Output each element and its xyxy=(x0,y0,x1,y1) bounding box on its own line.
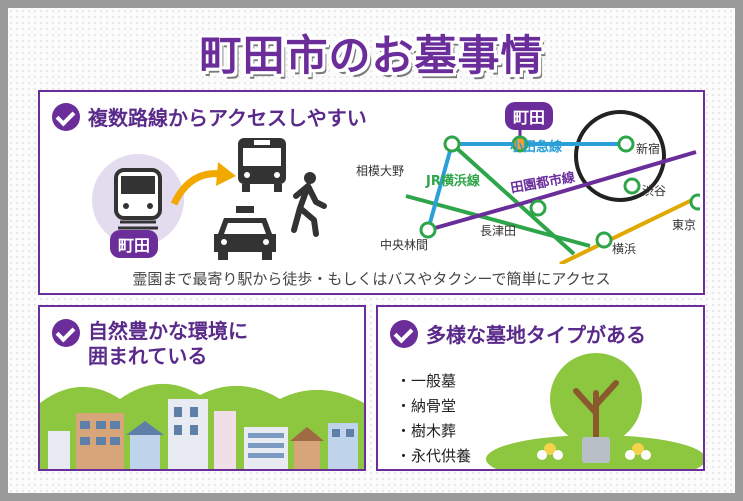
tree-burial-illustration xyxy=(486,353,703,469)
nature-panel: 自然豊かな環境に 囲まれている xyxy=(38,305,366,471)
station-sagamiono: 相模大野 xyxy=(356,164,405,178)
flower-icon xyxy=(537,443,651,460)
station-shinjuku: 新宿 xyxy=(636,142,661,156)
access-caption: 霊園まで最寄り駅から徒歩・もしくはバスやタクシーで簡単にアクセス xyxy=(132,270,611,288)
gravestone xyxy=(582,437,610,463)
nature-heading-line2: 囲まれている xyxy=(88,344,208,368)
grave-types-list: 一般墓 納骨堂 樹木葬 永代供養 xyxy=(396,369,471,469)
access-heading-text: 複数路線からアクセスしやすい xyxy=(88,106,367,130)
yokohama-line-label: JR横浜線 xyxy=(426,174,480,189)
grave-type-item: 一般墓 xyxy=(396,369,471,394)
nature-heading: 自然豊かな環境に 囲まれている xyxy=(52,319,248,369)
grave-types-heading-text: 多様な墓地タイプがある xyxy=(426,323,646,347)
page-title: 町田市のお墓事情 xyxy=(199,31,544,80)
station-chuorinkan: 中央林間 xyxy=(380,238,429,252)
check-icon xyxy=(52,319,80,347)
grave-types-panel: 多様な墓地タイプがある 一般墓 納骨堂 樹木葬 永代供養 xyxy=(376,305,705,471)
access-heading: 複数路線からアクセスしやすい xyxy=(52,102,367,131)
grave-type-item: 樹木葬 xyxy=(396,419,471,444)
check-icon xyxy=(52,102,80,131)
access-panel: 複数路線からアクセスしやすい 町田 xyxy=(38,90,705,295)
station-shibuya: 渋谷 xyxy=(642,184,667,198)
walking-person-icon xyxy=(291,172,327,237)
station-yokohama: 横浜 xyxy=(612,242,637,256)
odakyu-label: 小田急線 xyxy=(510,140,563,155)
route-map xyxy=(405,110,700,264)
yamanote-loop xyxy=(574,110,666,202)
check-icon xyxy=(390,319,418,348)
train-illustration xyxy=(92,154,184,246)
machida-station-dot xyxy=(511,135,529,153)
grave-types-heading: 多様な墓地タイプがある xyxy=(390,319,646,348)
grave-type-item: 永代供養 xyxy=(396,444,471,469)
station-nagatsuta: 長津田 xyxy=(480,224,517,238)
buildings xyxy=(48,399,358,469)
train-icon xyxy=(114,168,162,230)
station-tag: 町田 xyxy=(110,230,159,258)
denentoshi-line xyxy=(519,150,697,206)
grave-type-item: 納骨堂 xyxy=(396,394,471,419)
tokaido-line xyxy=(559,198,693,264)
bus-icon xyxy=(238,138,286,192)
arrow-icon xyxy=(170,162,236,206)
town-illustration xyxy=(40,383,364,469)
taxi-icon xyxy=(214,206,276,260)
station-tokyo: 東京 xyxy=(672,218,697,232)
nature-heading-line1: 自然豊かな環境に xyxy=(88,319,248,343)
map-machida-tag: 町田 xyxy=(505,102,554,130)
